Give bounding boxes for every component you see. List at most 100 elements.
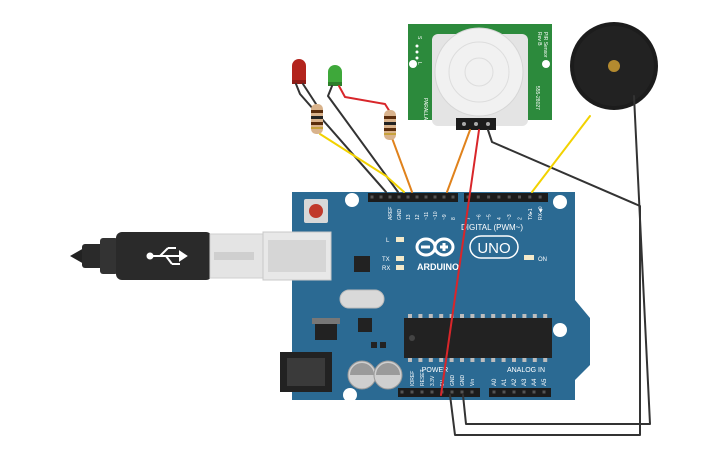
header-pin[interactable] xyxy=(507,195,511,199)
analog-pin-label: A1 xyxy=(502,378,508,386)
header-pin[interactable] xyxy=(466,195,470,199)
reset-button[interactable] xyxy=(309,204,323,218)
header-pin[interactable] xyxy=(410,390,414,394)
header-pin[interactable] xyxy=(532,390,536,394)
header-pin[interactable] xyxy=(406,195,410,199)
tx-label: TX xyxy=(382,257,390,263)
wire-yellow[interactable] xyxy=(531,115,591,193)
power-pin-label: 3.3V xyxy=(430,375,436,386)
header-top-right xyxy=(464,193,548,202)
header-pin[interactable] xyxy=(502,390,506,394)
pir-rev-label: Rev B xyxy=(536,32,542,46)
header-pin[interactable] xyxy=(415,195,419,199)
resistor-band xyxy=(311,127,323,129)
uno-text: UNO xyxy=(477,240,510,257)
resistor-band xyxy=(311,116,323,119)
header-pin[interactable] xyxy=(476,195,480,199)
capacitor-top xyxy=(350,363,374,375)
analog-pin-label: A4 xyxy=(532,378,538,386)
header-pin[interactable] xyxy=(420,390,424,394)
chip-pins xyxy=(408,358,548,362)
wire-yellow[interactable] xyxy=(319,133,405,193)
resistor-band xyxy=(384,116,396,119)
buzzer-hole xyxy=(608,60,620,72)
analog-pin-label: A3 xyxy=(522,378,528,386)
chip-pin xyxy=(439,358,444,362)
header-pin[interactable] xyxy=(430,390,434,394)
led-green-body xyxy=(328,65,342,82)
wire-orange[interactable] xyxy=(391,137,413,193)
pir-pin xyxy=(486,122,490,126)
header-pin[interactable] xyxy=(379,195,383,199)
chip-pin xyxy=(428,314,433,318)
wire-black[interactable] xyxy=(327,85,399,193)
analog-pin-label: A2 xyxy=(512,378,518,386)
header-pin[interactable] xyxy=(424,195,428,199)
wire-orange[interactable] xyxy=(446,129,471,193)
header-pin[interactable] xyxy=(442,195,446,199)
wire-black[interactable] xyxy=(462,95,651,425)
header-pin[interactable] xyxy=(487,195,491,199)
pir-part-number: 555-28027 xyxy=(534,86,540,110)
chip-pin xyxy=(470,358,475,362)
pir-dot xyxy=(415,56,419,60)
chip-notch xyxy=(409,335,415,341)
usb-cable[interactable] xyxy=(70,232,269,280)
header-pin[interactable] xyxy=(433,195,437,199)
led-red-body xyxy=(292,59,306,80)
header-pin[interactable] xyxy=(522,390,526,394)
header-pin[interactable] xyxy=(542,390,546,394)
header-pin[interactable] xyxy=(451,195,455,199)
top-pin-label: 7 xyxy=(466,217,472,220)
wire-black[interactable] xyxy=(449,129,641,436)
power-header-label: POWER xyxy=(422,367,448,374)
header-pin[interactable] xyxy=(518,195,521,199)
header-pin[interactable] xyxy=(370,195,374,199)
top-pin-label: ~10 xyxy=(433,211,439,220)
header-pin[interactable] xyxy=(528,195,532,199)
piezo-buzzer[interactable] xyxy=(570,22,658,110)
resistor-band xyxy=(384,122,396,125)
top-pin-label: TX▸1 xyxy=(528,208,534,220)
wire-black[interactable] xyxy=(295,83,387,193)
header-pin[interactable] xyxy=(400,390,404,394)
chip-pin xyxy=(512,314,516,318)
top-pin-label: ~11 xyxy=(424,212,430,220)
power-pin-label: RESET xyxy=(420,369,426,386)
usb-cable-collar xyxy=(100,238,118,274)
header-pin[interactable] xyxy=(497,195,501,199)
chip-pin xyxy=(449,358,454,362)
wire-black[interactable] xyxy=(302,83,317,105)
header-pin[interactable] xyxy=(450,390,454,394)
header-pin[interactable] xyxy=(538,195,542,199)
wire-red[interactable] xyxy=(440,129,480,396)
pir-pin xyxy=(474,122,478,126)
top-pin-label: GND xyxy=(397,209,403,221)
led-green[interactable] xyxy=(328,65,342,86)
resistor-red-led[interactable] xyxy=(311,104,323,134)
header-pin[interactable] xyxy=(470,390,474,394)
led-red[interactable] xyxy=(292,59,306,84)
header-pin[interactable] xyxy=(460,390,464,394)
crystal-oscillator xyxy=(339,289,385,309)
pir-sensor[interactable]: PARALLAX 555-28027 PIR Sensor Rev B S L xyxy=(408,24,552,130)
header-pin[interactable] xyxy=(397,195,401,199)
pir-l-label: L xyxy=(416,62,422,65)
mount-hole xyxy=(409,60,417,68)
header-pin[interactable] xyxy=(388,195,392,199)
header-pins xyxy=(400,390,546,394)
voltage-regulator xyxy=(315,322,337,340)
pir-dot xyxy=(415,50,419,54)
wire-red[interactable] xyxy=(338,85,391,113)
resistor-green-led[interactable] xyxy=(384,110,396,140)
top-pin-label: 12 xyxy=(415,214,421,220)
chip-pin xyxy=(460,358,464,362)
resistor-band xyxy=(384,133,396,135)
header-pin[interactable] xyxy=(492,390,496,394)
header-pin[interactable] xyxy=(512,390,516,394)
analog-header-label: ANALOG IN xyxy=(507,367,545,374)
pir-pin xyxy=(462,122,466,126)
